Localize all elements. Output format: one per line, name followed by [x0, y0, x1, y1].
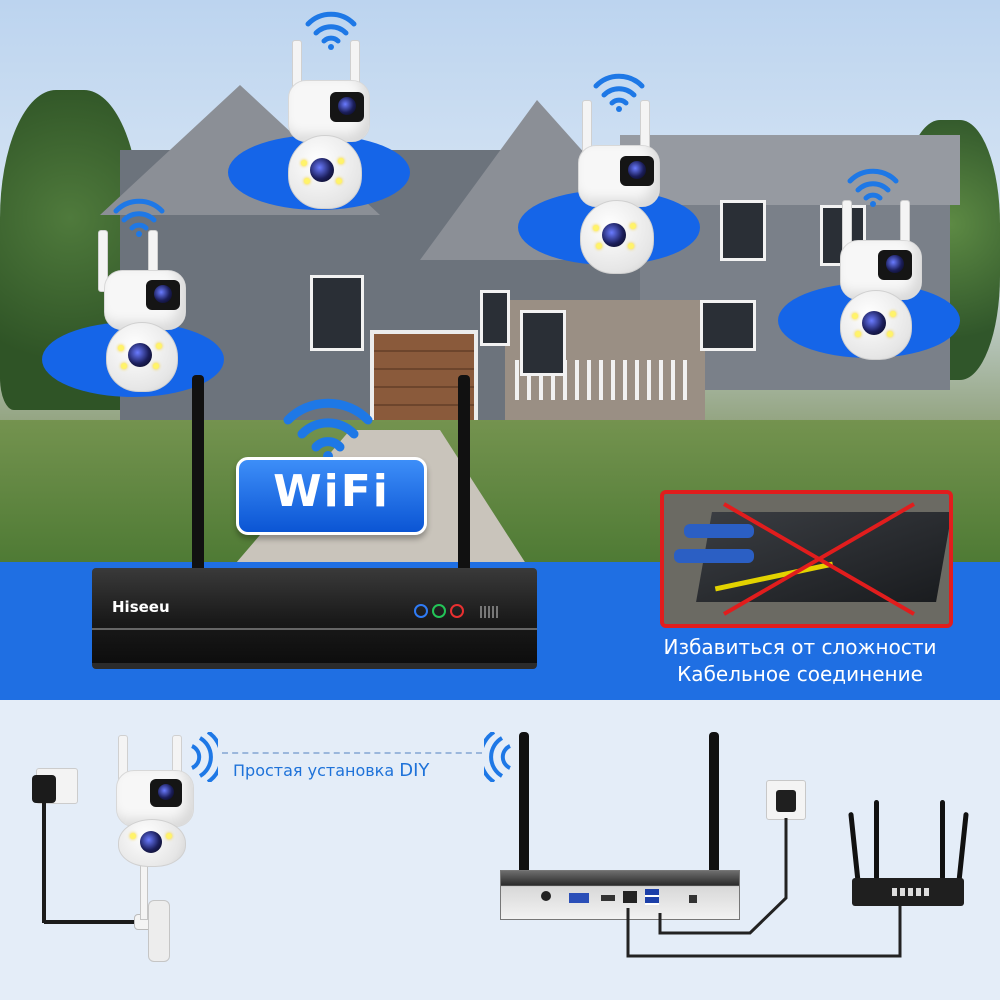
router-icon	[852, 878, 964, 906]
wireless-link-dashed-line	[222, 752, 482, 754]
nvr-port	[541, 891, 551, 901]
window	[480, 290, 510, 346]
nvr-recorder: Hiseeu	[92, 568, 537, 669]
camera-lens	[140, 831, 162, 853]
wifi-signal-icon	[847, 168, 899, 207]
nvr-antenna-left	[519, 732, 529, 882]
ethernet-cable-icon	[148, 900, 170, 962]
ir-led	[630, 223, 636, 229]
ir-led	[121, 363, 127, 369]
window	[720, 200, 766, 261]
ir-led	[336, 178, 342, 184]
ir-led	[130, 833, 136, 839]
cable-clutter-photo	[660, 490, 953, 628]
camera-3	[86, 230, 196, 392]
nvr-indicator-sys	[414, 604, 428, 618]
usb-ports	[645, 889, 659, 905]
camera-diy	[100, 735, 210, 867]
easy-install-text: Простая установка	[233, 761, 400, 780]
camera-lens	[862, 311, 886, 335]
camera-lens	[886, 255, 904, 273]
window	[700, 300, 756, 351]
nvr-vent	[480, 606, 500, 618]
camera-lens	[628, 161, 646, 179]
cable-caption-line1: Избавиться от сложности	[663, 635, 937, 659]
wifi-signal-icon	[283, 398, 373, 461]
easy-install-highlight: DIY	[399, 760, 430, 781]
camera-2	[560, 100, 670, 274]
ir-led	[855, 331, 861, 337]
lan-port	[623, 891, 637, 903]
power-adapter-icon	[776, 790, 796, 812]
router-ports	[892, 888, 932, 896]
ir-led	[593, 225, 599, 231]
window	[310, 275, 364, 351]
ir-led	[338, 158, 344, 164]
camera-lens	[128, 343, 152, 367]
signal-wave-icon	[484, 732, 511, 782]
nvr-indicator-rec	[432, 604, 446, 618]
nvr-rear-view	[500, 870, 740, 920]
nvr-edge-line	[92, 628, 537, 630]
wifi-signal-icon	[113, 198, 165, 237]
bnc-cable	[684, 524, 754, 538]
hdmi-port	[601, 895, 615, 901]
router-antenna	[874, 800, 879, 880]
nvr-brand-logo: Hiseeu	[112, 598, 170, 616]
nvr-antenna-left	[192, 375, 204, 575]
power-adapter-icon	[32, 775, 56, 803]
ir-led	[852, 313, 858, 319]
ir-led	[166, 833, 172, 839]
nvr-indicator-alarm	[450, 604, 464, 618]
signal-wave-icon	[191, 732, 218, 782]
antenna	[98, 230, 108, 292]
ir-led	[890, 311, 896, 317]
power-cable	[44, 920, 134, 924]
wifi-signal-icon	[593, 73, 645, 112]
ir-led	[118, 345, 124, 351]
camera-1	[268, 40, 378, 210]
power-port	[689, 895, 697, 903]
camera-dome	[840, 290, 912, 360]
nvr-antenna-right	[458, 375, 470, 575]
bnc-cable	[674, 549, 754, 563]
red-cross-icon	[722, 502, 916, 616]
ir-led	[304, 178, 310, 184]
cable-connections	[626, 818, 902, 958]
ir-led	[628, 243, 634, 249]
wifi-signal-icon	[305, 11, 357, 50]
camera-lens	[602, 223, 626, 247]
camera-cable	[140, 858, 148, 920]
ir-led	[887, 331, 893, 337]
camera-lens	[338, 97, 356, 115]
ir-led	[156, 343, 162, 349]
ir-led	[301, 160, 307, 166]
ir-led	[153, 363, 159, 369]
camera-lens	[154, 285, 172, 303]
window	[520, 310, 566, 376]
camera-lens	[310, 158, 334, 182]
power-cable	[42, 803, 46, 923]
vga-port	[569, 893, 589, 903]
cable-caption-line2: Кабельное соединение	[677, 662, 923, 686]
house-scene: WiFi Hiseeu Избавиться от сложности Кабе…	[0, 0, 1000, 700]
camera-lens	[158, 784, 174, 800]
wifi-badge-label: WiFi	[273, 466, 390, 517]
nvr-antenna-right	[709, 732, 719, 882]
roof-right	[620, 135, 960, 205]
ir-led	[596, 243, 602, 249]
easy-install-label: Простая установка DIY	[233, 760, 429, 781]
camera-4	[820, 200, 930, 360]
wifi-badge: WiFi	[236, 457, 427, 535]
router-antenna	[940, 800, 945, 880]
